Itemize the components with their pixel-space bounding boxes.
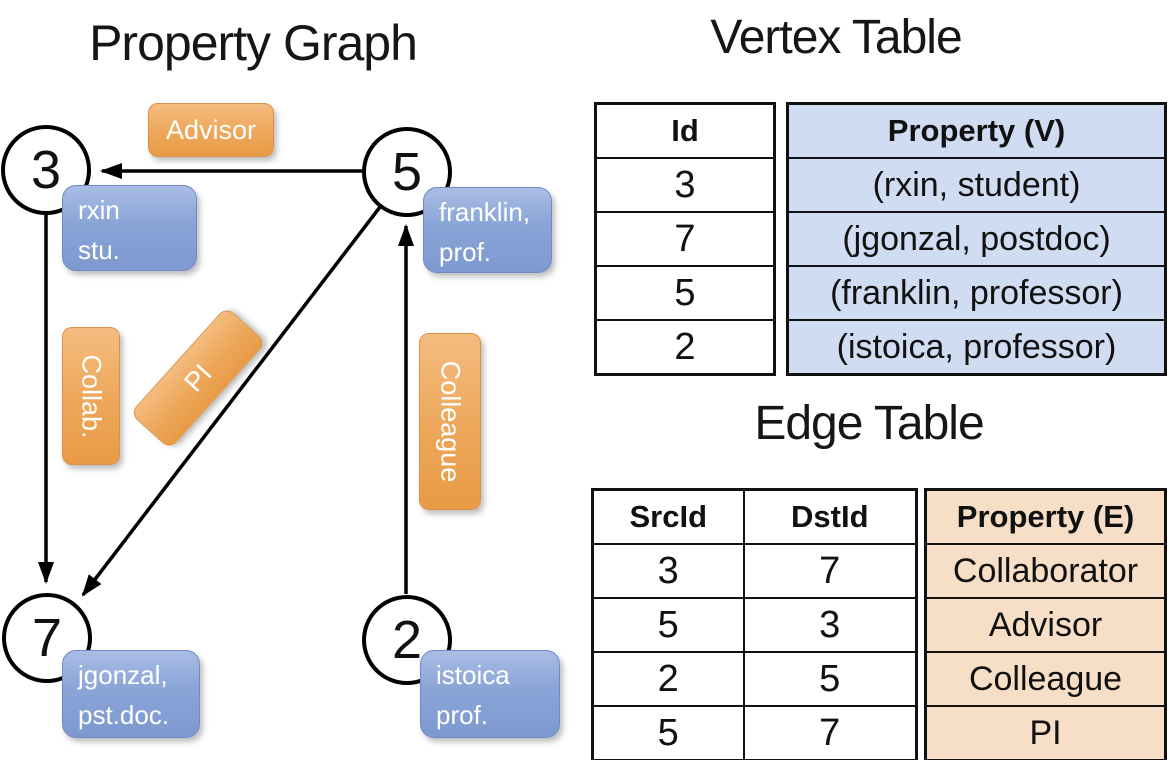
vertex-label-istoica: istoica prof. xyxy=(420,650,560,738)
vertex-id-cell: 2 xyxy=(594,319,776,376)
property-graph-title: Property Graph xyxy=(89,15,418,71)
edge-label-text: PI xyxy=(177,358,218,398)
vertex-id-cell: 3 xyxy=(594,157,776,213)
table-row: Id xyxy=(594,102,776,159)
edge-5-to-7-pi xyxy=(81,205,382,597)
table-row: 5 7 xyxy=(591,705,918,760)
edge-srcid-cell: 5 xyxy=(591,597,745,653)
edge-label-text: Advisor xyxy=(165,114,257,145)
table-row: (rxin, student) xyxy=(786,157,1167,213)
vertex-property-cell: (franklin, professor) xyxy=(786,265,1167,321)
vertex-label-line1: jgonzal, xyxy=(78,660,168,690)
table-row: (jgonzal, postdoc) xyxy=(786,211,1167,267)
edge-property-cell: Colleague xyxy=(924,651,1167,707)
edge-dstid-header: DstId xyxy=(742,488,918,545)
edge-property-cell: PI xyxy=(924,705,1167,760)
vertex-label-line1: istoica xyxy=(436,660,510,690)
table-row: 3 7 xyxy=(591,543,918,599)
table-row: 2 5 xyxy=(591,651,918,707)
table-row: Property (V) xyxy=(786,102,1167,159)
vertex-label-line2: prof. xyxy=(439,237,492,267)
edge-srcid-header: SrcId xyxy=(591,488,745,545)
edge-srcid-cell: 2 xyxy=(591,651,745,707)
table-row: Property (E) xyxy=(924,488,1167,545)
edge-property-cell: Advisor xyxy=(924,597,1167,653)
node-circle-3: 3 xyxy=(1,125,91,215)
vertex-label-line2: stu. xyxy=(78,235,120,265)
table-row: 3 xyxy=(594,157,776,213)
vertex-label-franklin: franklin, prof. xyxy=(423,187,552,273)
edge-table-id-columns: SrcId DstId 3 7 5 3 2 5 5 7 xyxy=(591,488,918,760)
vertex-label-line2: pst.doc. xyxy=(78,700,170,730)
table-row: 7 xyxy=(594,211,776,267)
vertex-table-property-column: Property (V) (rxin, student) (jgonzal, p… xyxy=(786,102,1167,376)
vertex-label-jgonzal: jgonzal, pst.doc. xyxy=(62,650,200,738)
edge-dstid-cell: 3 xyxy=(742,597,918,653)
vertex-label-line1: rxin xyxy=(78,195,120,225)
vertex-label-line2: prof. xyxy=(436,700,489,730)
edge-dstid-cell: 7 xyxy=(742,705,918,760)
edge-label-text: Collab. xyxy=(76,353,107,439)
vertex-table-id-column: Id 3 7 5 2 xyxy=(594,102,776,376)
table-row: Collaborator xyxy=(924,543,1167,599)
edge-label-colleague: Colleague xyxy=(419,333,481,510)
node-id-label: 5 xyxy=(391,142,423,202)
table-row: SrcId DstId xyxy=(591,488,918,545)
edge-label-text: Colleague xyxy=(435,360,466,483)
edge-dstid-cell: 7 xyxy=(742,543,918,599)
edge-srcid-cell: 5 xyxy=(591,705,745,760)
vertex-label-rxin: rxin stu. xyxy=(62,185,197,271)
vertex-property-header: Property (V) xyxy=(786,102,1167,159)
table-row: (franklin, professor) xyxy=(786,265,1167,321)
vertex-id-cell: 5 xyxy=(594,265,776,321)
vertex-label-line1: franklin, xyxy=(439,197,531,227)
edge-table-title: Edge Table xyxy=(754,397,984,450)
edge-srcid-cell: 3 xyxy=(591,543,745,599)
edge-label-collab: Collab. xyxy=(62,327,120,465)
vertex-property-cell: (jgonzal, postdoc) xyxy=(786,211,1167,267)
vertex-id-header: Id xyxy=(594,102,776,159)
node-id-label: 2 xyxy=(391,610,423,670)
edge-dstid-cell: 5 xyxy=(742,651,918,707)
edge-property-header: Property (E) xyxy=(924,488,1167,545)
vertex-id-cell: 7 xyxy=(594,211,776,267)
vertex-property-cell: (rxin, student) xyxy=(786,157,1167,213)
edge-label-advisor: Advisor xyxy=(148,103,274,157)
table-row: PI xyxy=(924,705,1167,760)
table-row: (istoica, professor) xyxy=(786,319,1167,376)
edge-property-cell: Collaborator xyxy=(924,543,1167,599)
table-row: 2 xyxy=(594,319,776,376)
edge-table-property-column: Property (E) Collaborator Advisor Collea… xyxy=(924,488,1167,760)
vertex-table-title: Vertex Table xyxy=(710,11,962,64)
table-row: 5 xyxy=(594,265,776,321)
vertex-property-cell: (istoica, professor) xyxy=(786,319,1167,376)
node-id-label: 7 xyxy=(31,608,63,668)
table-row: Colleague xyxy=(924,651,1167,707)
node-id-label: 3 xyxy=(30,140,62,200)
table-row: 5 3 xyxy=(591,597,918,653)
table-row: Advisor xyxy=(924,597,1167,653)
